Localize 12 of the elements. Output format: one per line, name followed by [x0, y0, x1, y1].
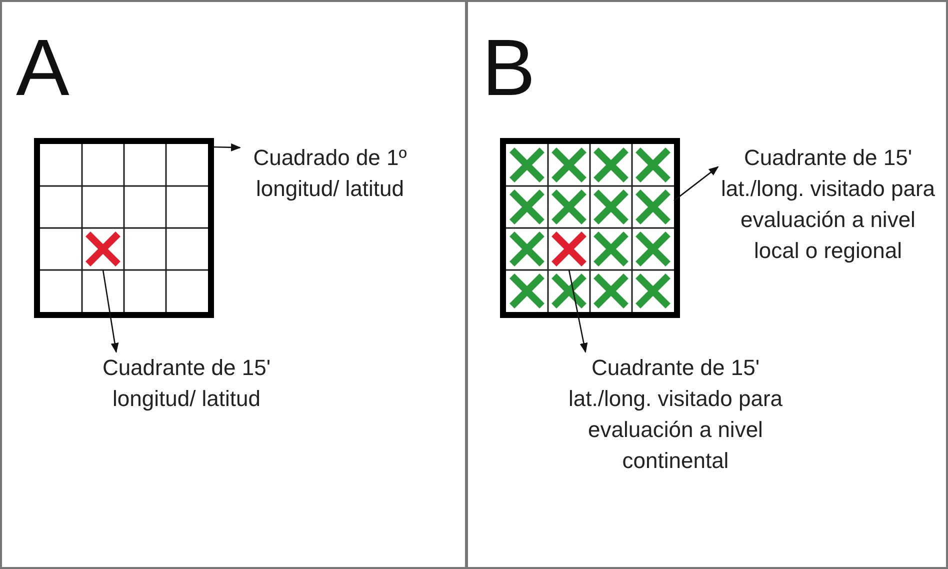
leader-arrow	[568, 270, 588, 353]
annotation-text: Cuadrado de 1º longitud/ latitud	[240, 142, 420, 204]
figure-panel	[0, 0, 467, 569]
annotation-text: Cuadrante de 15' longitud/ latitud	[94, 352, 279, 414]
annotation-text: Cuadrante de 15' lat./long. visitado para evaluación a nivel local o regional	[718, 142, 938, 266]
annotation-text: Cuadrante de 15' lat./long. visitado para evaluación a nivel continental	[563, 352, 788, 476]
leader-arrow	[102, 270, 119, 353]
panel-letter: A	[16, 28, 70, 108]
figure-panel	[466, 0, 948, 569]
leader-arrow	[674, 166, 719, 202]
panel-letter: B	[482, 28, 536, 108]
leader-arrow	[214, 143, 241, 152]
